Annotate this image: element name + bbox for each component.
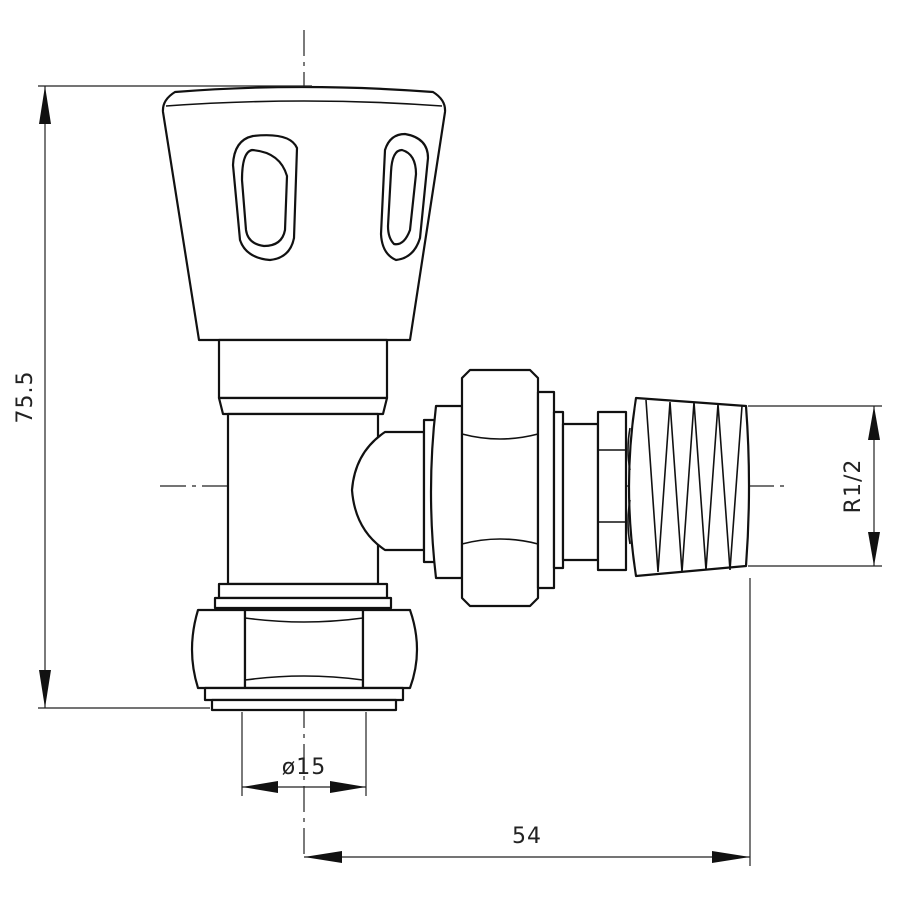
width-dimension-label: 54 [512,824,542,849]
height-dimension: 75.5 [13,85,312,709]
valve-handle [161,85,447,342]
union-hex-nut [460,368,540,608]
thread-dimension: R1/2 [748,405,882,567]
diameter-dimension-label: ø15 [282,755,326,780]
body-side-boss [350,430,426,552]
valve-body [213,412,426,610]
diameter-dimension: ø15 [241,712,367,796]
side-union [422,368,628,608]
valve-stem [217,338,389,416]
thread-dimension-label: R1/2 [841,459,866,514]
width-dimension: 54 [304,578,751,866]
height-dimension-label: 75.5 [13,371,38,424]
bottom-compression-nut [190,608,419,712]
threaded-tail [627,396,751,578]
